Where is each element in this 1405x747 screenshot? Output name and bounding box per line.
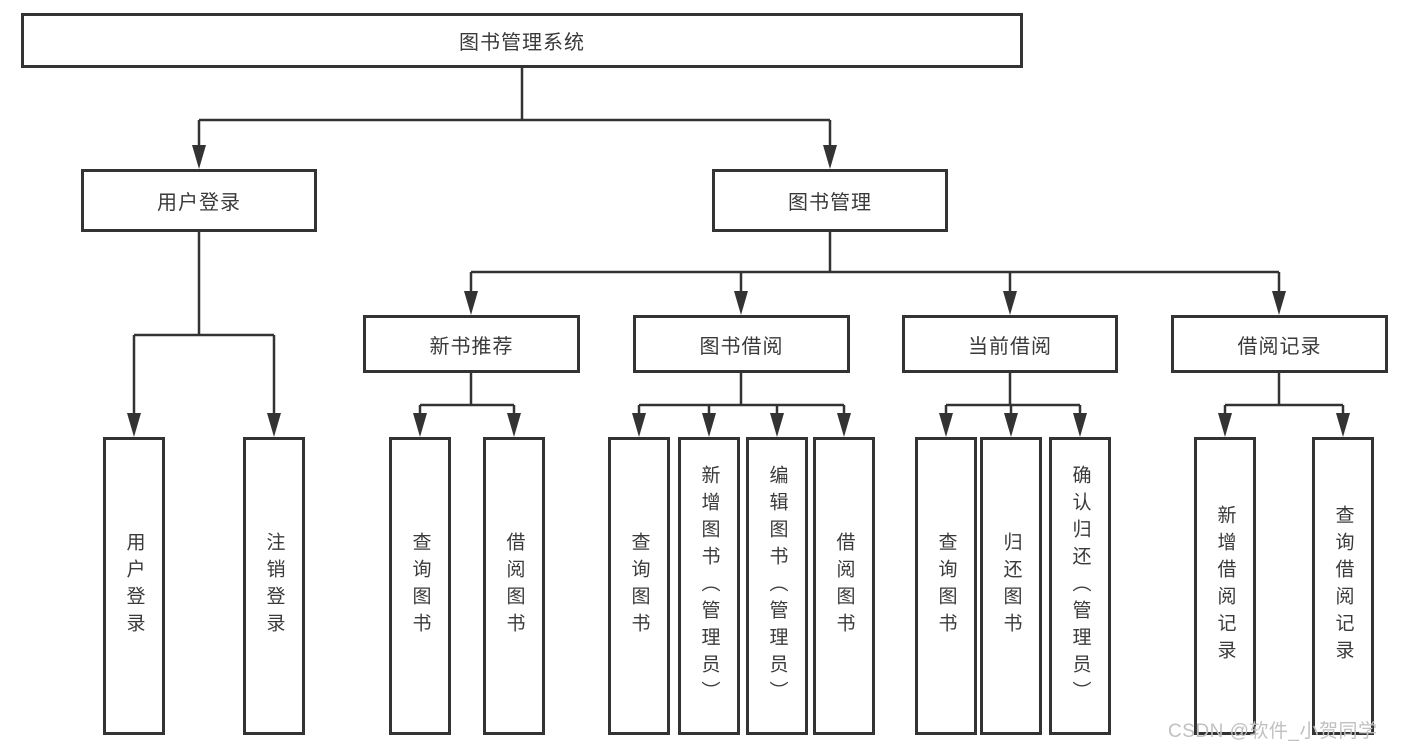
node-new-book-recommend: 新书推荐	[363, 315, 580, 373]
node-label: 借阅记录	[1237, 335, 1322, 358]
node-book-borrow: 图书借阅	[633, 315, 850, 373]
arrowheads	[127, 145, 1350, 437]
node-label: 用户登录	[157, 192, 241, 214]
leaf-add-books-admin: 新增图书（管理员）	[678, 437, 740, 735]
leaf-user-login: 用户登录	[103, 437, 165, 735]
leaf-borrow-books: 借阅图书	[813, 437, 875, 735]
node-label: 新增借阅记录	[1214, 505, 1236, 667]
node-label: 归还图书	[1000, 532, 1022, 640]
leaf-logout: 注销登录	[243, 437, 305, 735]
node-label: 图书借阅	[699, 335, 784, 358]
node-borrow-records: 借阅记录	[1171, 315, 1388, 373]
node-label: 借阅图书	[833, 532, 855, 640]
node-label: 新增图书（管理员）	[698, 464, 720, 708]
leaf-add-borrow-record: 新增借阅记录	[1194, 437, 1256, 735]
node-label: 新书推荐	[429, 335, 514, 358]
leaf-query-books: 查询图书	[915, 437, 977, 735]
leaf-borrow-books: 借阅图书	[483, 437, 545, 735]
leaf-query-borrow-record: 查询借阅记录	[1312, 437, 1374, 735]
node-label: 图书管理系统	[459, 32, 585, 54]
node-label: 注销登录	[263, 532, 285, 640]
leaf-confirm-return-admin: 确认归还（管理员）	[1049, 437, 1111, 735]
node-label: 编辑图书（管理员）	[766, 464, 788, 708]
node-label: 查询图书	[628, 532, 650, 640]
csdn-watermark: CSDN @软件_小贺同学	[1168, 721, 1378, 742]
node-label: 用户登录	[123, 532, 145, 640]
node-label: 查询借阅记录	[1332, 505, 1354, 667]
node-current-borrow: 当前借阅	[902, 315, 1118, 373]
node-book-management: 图书管理	[712, 169, 948, 232]
node-label: 确认归还（管理员）	[1069, 464, 1091, 708]
leaf-query-books: 查询图书	[608, 437, 670, 735]
leaf-query-books: 查询图书	[389, 437, 451, 735]
leaf-return-books: 归还图书	[980, 437, 1042, 735]
node-label: 借阅图书	[503, 532, 525, 640]
node-label: 当前借阅	[968, 335, 1052, 358]
leaf-edit-books-admin: 编辑图书（管理员）	[746, 437, 808, 735]
node-label: 图书管理	[788, 192, 872, 214]
node-library-management-system: 图书管理系统	[21, 13, 1023, 68]
node-label: 查询图书	[409, 532, 431, 640]
node-label: 查询图书	[935, 532, 957, 640]
node-user-login: 用户登录	[81, 169, 317, 232]
